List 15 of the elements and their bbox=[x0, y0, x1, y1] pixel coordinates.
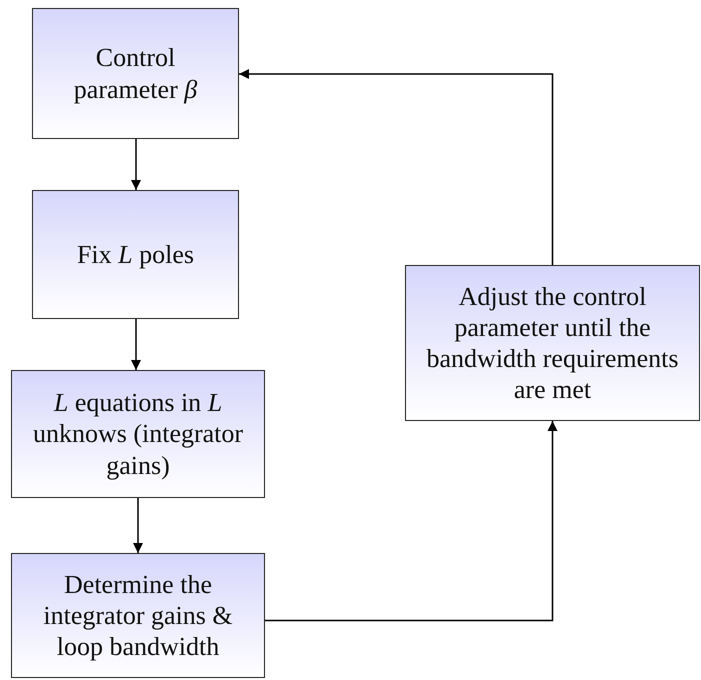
box-text: Adjust the control parameter until the bandwidth requirements are met bbox=[426, 280, 680, 406]
box-text: Fix L poles bbox=[76, 238, 194, 270]
process-box bbox=[11, 370, 265, 498]
arrow bbox=[239, 69, 554, 265]
process-box bbox=[32, 8, 239, 139]
arrow bbox=[133, 498, 143, 553]
process-box bbox=[405, 265, 700, 421]
process-box bbox=[32, 190, 239, 319]
arrow bbox=[131, 139, 141, 190]
process-box bbox=[11, 553, 265, 678]
box-text: Control parameter β bbox=[72, 42, 198, 105]
arrow bbox=[131, 319, 141, 370]
box-text: L equations in L unknows (integrator gains) bbox=[32, 387, 244, 481]
box-text: Determine the integrator gains & loop bandwidth bbox=[42, 568, 234, 662]
arrow bbox=[265, 421, 558, 622]
